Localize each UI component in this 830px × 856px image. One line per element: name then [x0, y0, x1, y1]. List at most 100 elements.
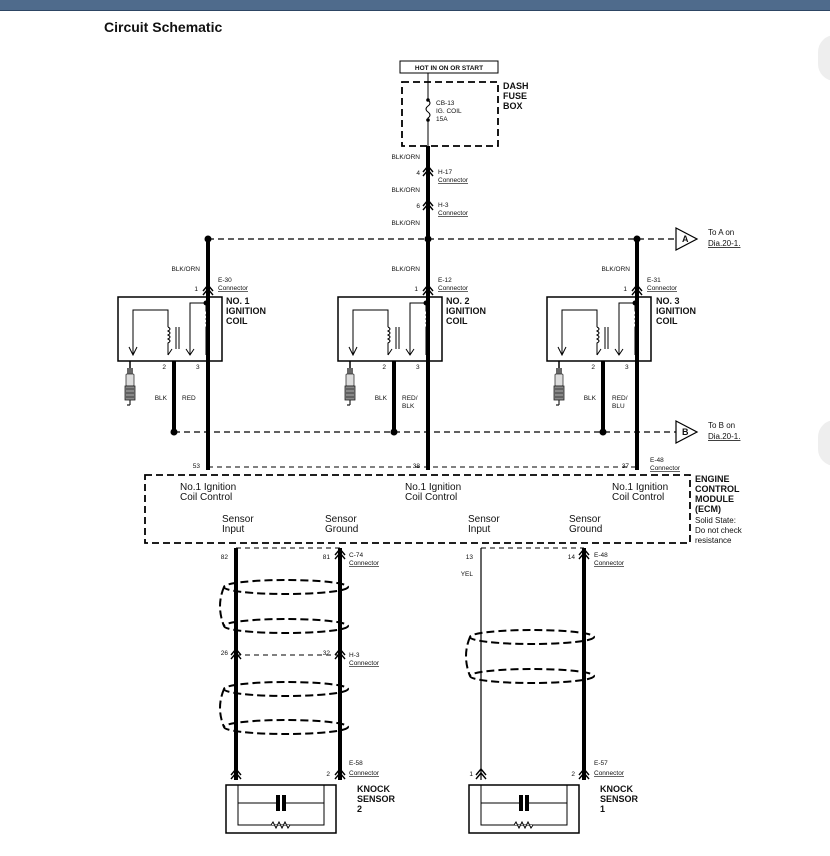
connector-label: H-3 — [349, 652, 360, 659]
connector-label: Connector — [349, 560, 380, 567]
connector-label: H-17 — [438, 169, 452, 176]
wire-label: BLK/ORN — [171, 266, 200, 273]
ecm-note: Solid State: — [695, 516, 736, 525]
pin-label: 38 — [413, 463, 421, 470]
connector-label: Connector — [349, 770, 380, 777]
connector-label: C-74 — [349, 552, 363, 559]
fuse-label-2: IG. COIL — [436, 108, 462, 115]
coil2-label: NO. 2 — [446, 296, 470, 306]
ecm-label: (ECM) — [695, 504, 721, 514]
pin-label: 2 — [382, 364, 386, 371]
hot-label-box — [399, 60, 499, 74]
wire-label: BLK/ORN — [391, 266, 420, 273]
pin-label: 1 — [194, 286, 198, 293]
ecm-pin-label: Coil Control — [612, 492, 664, 503]
ecm-pin-label: No.1 Ignition — [405, 482, 461, 493]
ref-a-letter: A — [682, 234, 689, 244]
connector-label: E-57 — [594, 760, 608, 767]
hot-label: HOT IN ON OR START — [415, 65, 483, 72]
connector-label: E-48 — [594, 552, 608, 559]
wire-label: BLK — [155, 395, 168, 402]
coil1-label: NO. 1 — [226, 296, 250, 306]
connector-label: E-48 — [650, 457, 664, 464]
pin-label: 2 — [571, 771, 575, 778]
side-tab-bottom[interactable] — [818, 420, 830, 466]
connector-label: E-31 — [647, 277, 661, 284]
ref-a-link[interactable]: Dia.20-1. — [708, 239, 740, 248]
ref-b-text[interactable]: To B on — [708, 421, 735, 430]
connector-label: Connector — [650, 465, 681, 472]
pin-label: 1 — [469, 771, 473, 778]
pin-label: 2 — [326, 771, 330, 778]
wire-label: RED/ — [402, 395, 418, 402]
pin-label: 82 — [221, 554, 229, 561]
coil2-label: COIL — [446, 316, 468, 326]
ref-b-link[interactable]: Dia.20-1. — [708, 432, 740, 441]
page-title: Circuit Schematic — [104, 19, 223, 35]
knock-sensor-2-label: SENSOR — [357, 794, 396, 804]
fuse-box-label-3: BOX — [503, 101, 523, 111]
pin-label: 3 — [416, 364, 420, 371]
wire-label: BLK — [375, 395, 388, 402]
ref-b-letter: B — [682, 427, 689, 437]
circuit-breaker — [425, 73, 431, 148]
fuse-box-label-1: DASH — [503, 81, 529, 91]
coil2-label: IGNITION — [446, 306, 486, 316]
side-tab-top[interactable] — [818, 35, 830, 81]
pin-label: 2 — [162, 364, 166, 371]
ecm-box — [144, 474, 691, 544]
ref-a-text[interactable]: To A on — [708, 228, 734, 237]
window-top-bar — [0, 0, 830, 11]
pin-label: 13 — [466, 554, 474, 561]
connector-label: E-30 — [218, 277, 232, 284]
ecm-label: CONTROL — [695, 484, 740, 494]
connector-label: Connector — [594, 770, 625, 777]
pin-label: 3 — [196, 364, 200, 371]
knock-sensor-2-label: KNOCK — [357, 784, 390, 794]
ecm-pin-label: Input — [222, 524, 244, 535]
fuse-label-3: 15A — [436, 116, 448, 123]
coil3-label: NO. 3 — [656, 296, 680, 306]
knock-sensor-2-icon — [225, 784, 337, 834]
ignition-coil-2-icon — [337, 296, 443, 362]
ecm-pin-label: Ground — [325, 524, 358, 535]
wire-label: BLU — [612, 403, 625, 410]
pin-label: 26 — [221, 650, 229, 657]
coil3-label: IGNITION — [656, 306, 696, 316]
ecm-pin-label: Ground — [569, 524, 602, 535]
ecm-note: resistance — [695, 536, 732, 545]
ecm-pin-label: Sensor — [468, 514, 500, 525]
pin-label: 32 — [323, 650, 331, 657]
pin-label: 53 — [193, 463, 201, 470]
knock-sensor-2-label: 2 — [357, 804, 362, 814]
wire-label: BLK/ORN — [391, 187, 420, 194]
wire-label: RED/ — [612, 395, 628, 402]
pin-label: 1 — [414, 286, 418, 293]
wire-label: BLK/ORN — [391, 220, 420, 227]
wire-label: BLK — [584, 395, 597, 402]
knock-sensor-1-label: 1 — [600, 804, 605, 814]
wire-label: BLK — [402, 403, 415, 410]
ecm-pin-label: No.1 Ignition — [180, 482, 236, 493]
connector-label: Connector — [218, 285, 249, 292]
connector-label: E-12 — [438, 277, 452, 284]
ref-b-icon — [675, 420, 699, 444]
connector-label: Connector — [438, 210, 469, 217]
ecm-label: MODULE — [695, 494, 734, 504]
connector-label: Connector — [594, 560, 625, 567]
pin-label: 14 — [568, 554, 576, 561]
wire-label: BLK/ORN — [391, 154, 420, 161]
ecm-pin-label: Sensor — [222, 514, 254, 525]
ignition-coil-3-icon — [546, 296, 652, 362]
ecm-pin-label: Sensor — [569, 514, 601, 525]
pin-label: 37 — [622, 463, 630, 470]
spark-plug-3-icon — [553, 367, 565, 406]
ecm-pin-label: Sensor — [325, 514, 357, 525]
ecm-note: Do not check — [695, 526, 743, 535]
knock-sensor-1-icon — [468, 784, 580, 834]
connector-label: Connector — [438, 177, 469, 184]
ignition-coil-1-icon — [117, 296, 223, 362]
connector-label: E-58 — [349, 760, 363, 767]
wire-label: BLK/ORN — [601, 266, 630, 273]
